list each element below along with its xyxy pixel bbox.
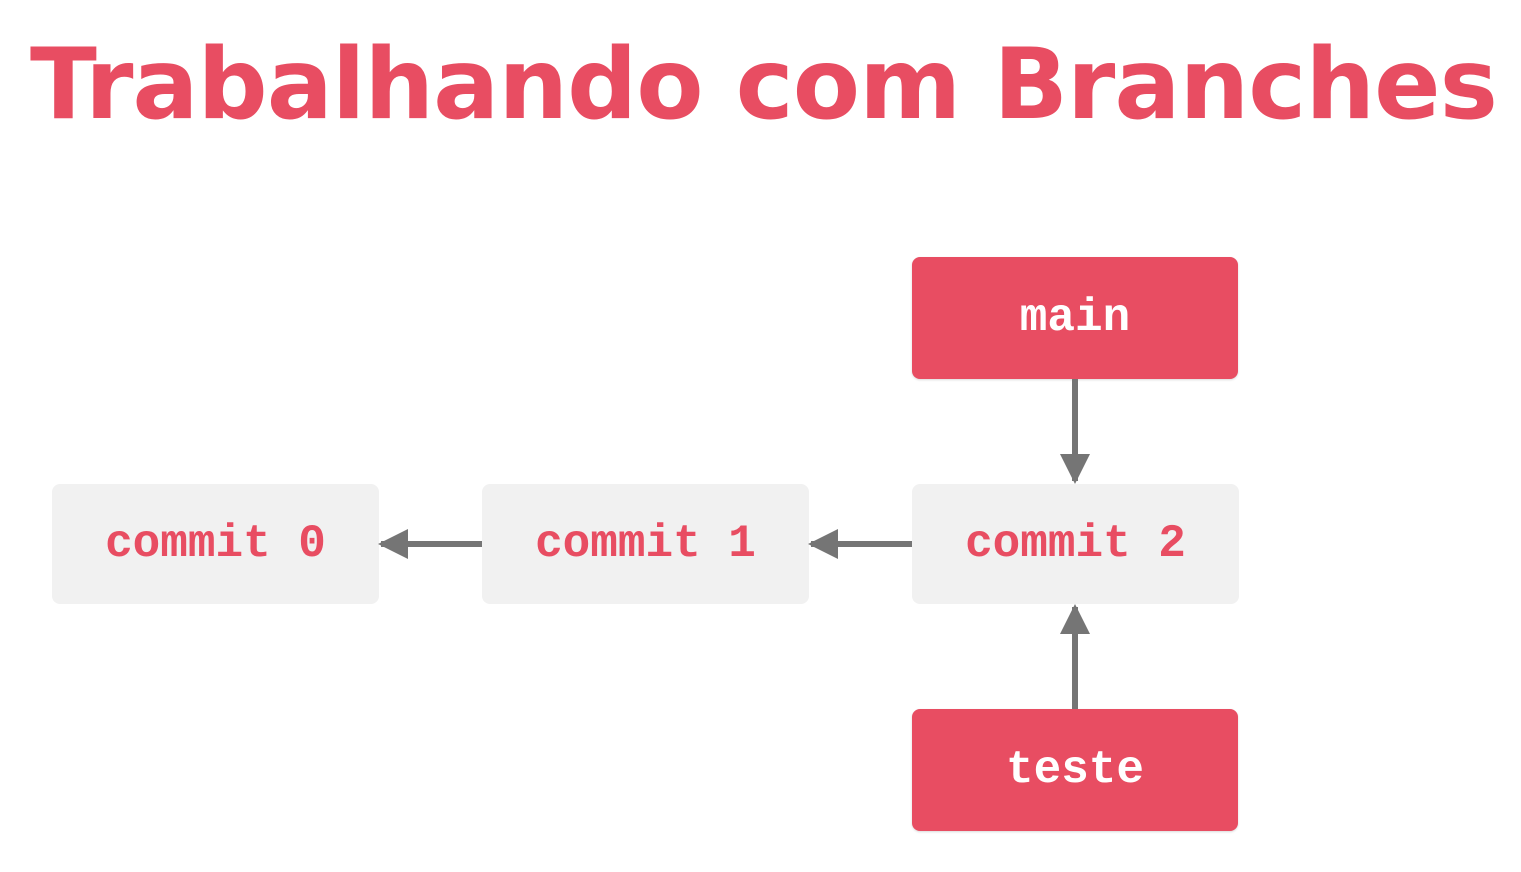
commit-node-0: commit 0 — [52, 484, 379, 604]
slide-title: Trabalhando com Branches — [30, 28, 1498, 142]
commit-node-2: commit 2 — [912, 484, 1239, 604]
branch-main: main — [912, 257, 1238, 379]
commit-label: commit 0 — [105, 518, 326, 570]
commit-label: commit 1 — [535, 518, 756, 570]
branch-label: teste — [1005, 744, 1145, 796]
commit-label: commit 2 — [965, 518, 1186, 570]
branch-label: main — [1019, 292, 1131, 344]
commit-node-1: commit 1 — [482, 484, 809, 604]
branch-teste: teste — [912, 709, 1238, 831]
